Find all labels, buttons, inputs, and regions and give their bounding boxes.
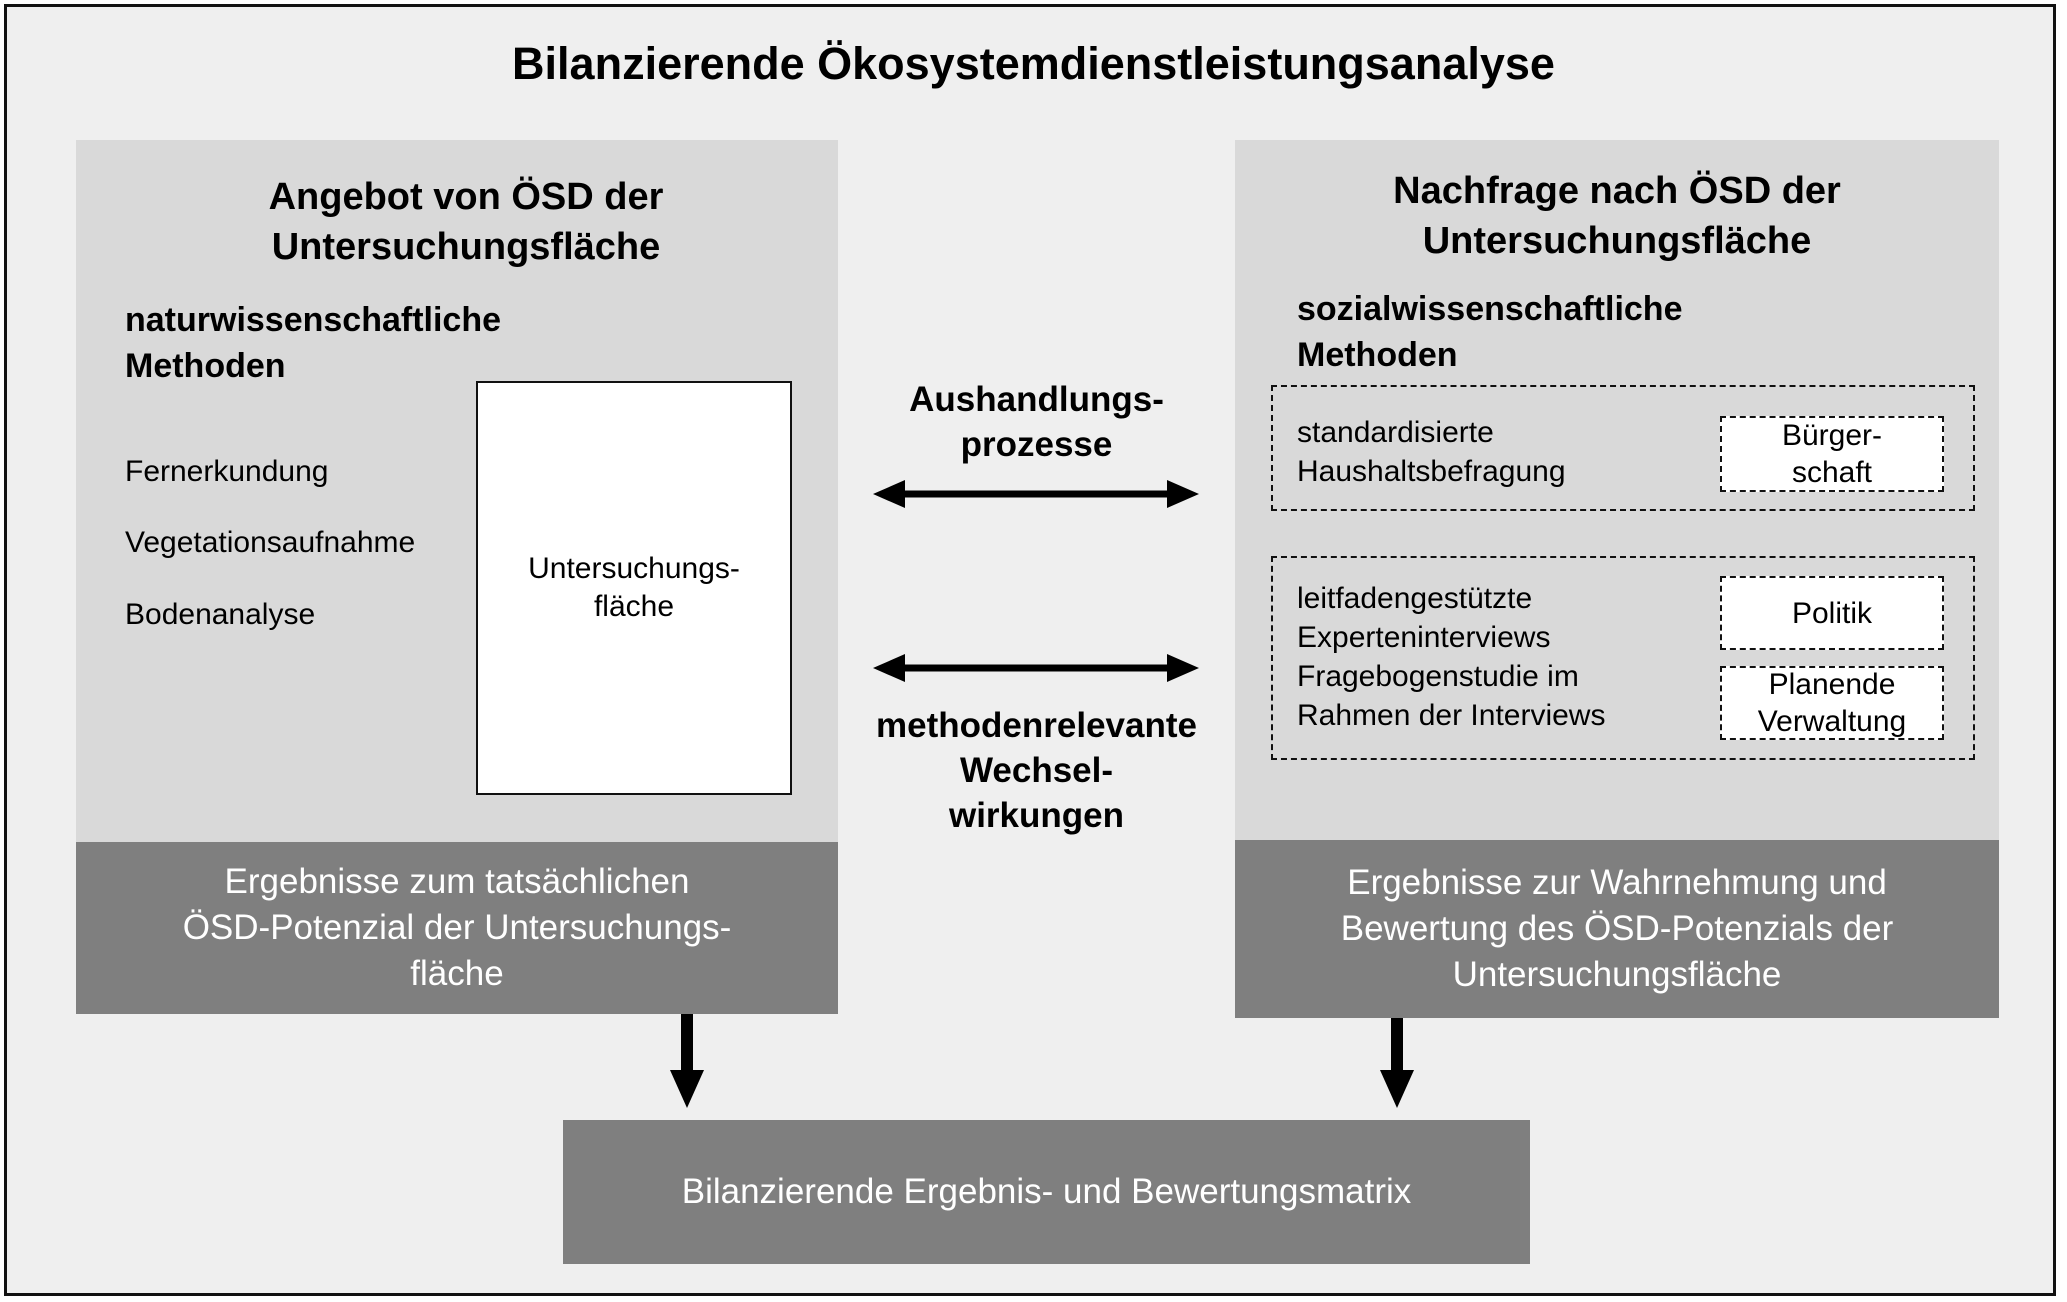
planning-administration-tag: Planende Verwaltung	[1720, 666, 1944, 740]
demand-heading-line: Untersuchungsfläche	[1422, 220, 1812, 262]
supply-heading: Angebot von ÖSD der Untersuchungsfläche	[76, 172, 856, 272]
methods-label-line: Methoden	[125, 347, 286, 385]
demand-result-line: Ergebnisse zur Wahrnehmung und	[1347, 863, 1887, 902]
diagram-title: Bilanzierende Ökosystemdienstleistungsan…	[512, 38, 1555, 89]
method-line: leitfadengestützte	[1297, 582, 1533, 615]
method-line: Experteninterviews	[1297, 621, 1551, 654]
natural-science-methods-label: naturwissenschaftliche Methoden	[125, 297, 501, 389]
demand-result-box: Ergebnisse zur Wahrnehmung und Bewertung…	[1235, 840, 1999, 1018]
interaction-double-arrow	[873, 654, 1199, 682]
interaction-label: methodenrelevante Wechsel- wirkungen	[838, 703, 1235, 838]
method-line: Haushaltsbefragung	[1297, 455, 1566, 488]
negotiation-label: Aushandlungs- prozesse	[838, 377, 1235, 467]
supply-result-line: fläche	[410, 954, 504, 993]
interaction-label-line: methodenrelevante	[876, 706, 1197, 745]
study-area-label-line: fläche	[593, 590, 675, 623]
balance-matrix-box: Bilanzierende Ergebnis- und Bewertungsma…	[563, 1120, 1530, 1264]
social-science-methods-label: sozialwissenschaftliche Methoden	[1297, 286, 1683, 378]
demand-down-arrow	[1380, 1018, 1414, 1108]
methods-label-line: Methoden	[1297, 336, 1458, 374]
supply-heading-line: Angebot von ÖSD der	[268, 176, 664, 218]
demand-heading: Nachfrage nach ÖSD der Untersuchungsfläc…	[1235, 166, 1999, 266]
study-area-box	[476, 381, 792, 795]
citizens-tag-line: Bürger-	[1781, 419, 1883, 452]
balance-matrix-label: Bilanzierende Ergebnis- und Bewertungsma…	[681, 1172, 1412, 1211]
household-survey-text: standardisierte Haushaltsbefragung	[1297, 413, 1566, 491]
politics-tag: Politik	[1720, 576, 1944, 650]
method-soil-analysis: Bodenanalyse	[125, 598, 316, 631]
methods-label-line: naturwissenschaftliche	[125, 301, 502, 339]
citizens-tag-line: schaft	[1791, 456, 1873, 489]
study-area-label-line: Untersuchungs-	[528, 552, 740, 585]
methods-label-line: sozialwissenschaftliche	[1297, 290, 1683, 328]
citizens-tag: Bürger- schaft	[1720, 416, 1944, 492]
method-line: Rahmen der Interviews	[1297, 699, 1606, 732]
demand-result-line: Untersuchungsfläche	[1452, 955, 1782, 994]
household-survey-group	[1271, 385, 1975, 511]
method-line: Fragebogenstudie im	[1297, 660, 1579, 693]
expert-interview-group	[1271, 556, 1975, 760]
supply-result-box: Ergebnisse zum tatsächlichen ÖSD-Potenzi…	[76, 842, 838, 1014]
negotiation-label-line: Aushandlungs-	[909, 380, 1164, 419]
demand-result-line: Bewertung des ÖSD-Potenzials der	[1340, 909, 1894, 948]
method-line: standardisierte	[1297, 416, 1494, 449]
demand-heading-line: Nachfrage nach ÖSD der	[1393, 170, 1841, 212]
supply-result-line: ÖSD-Potenzial der Untersuchungs-	[182, 908, 732, 947]
interaction-label-line: Wechsel-	[959, 751, 1114, 790]
negotiation-label-line: prozesse	[960, 425, 1113, 464]
supply-heading-line: Untersuchungsfläche	[271, 226, 661, 268]
planning-tag-line: Planende	[1768, 668, 1896, 701]
negotiation-double-arrow	[873, 480, 1199, 508]
interaction-label-line: wirkungen	[948, 796, 1125, 835]
supply-down-arrow	[670, 1014, 704, 1108]
supply-result-line: Ergebnisse zum tatsächlichen	[224, 862, 690, 901]
expert-interview-text: leitfadengestützte Experteninterviews Fr…	[1297, 579, 1605, 735]
method-vegetation-survey: Vegetationsaufnahme	[125, 526, 416, 559]
method-remote-sensing: Fernerkundung	[125, 455, 329, 488]
planning-tag-line: Verwaltung	[1757, 705, 1907, 738]
study-area-label: Untersuchungs- fläche	[476, 550, 792, 626]
